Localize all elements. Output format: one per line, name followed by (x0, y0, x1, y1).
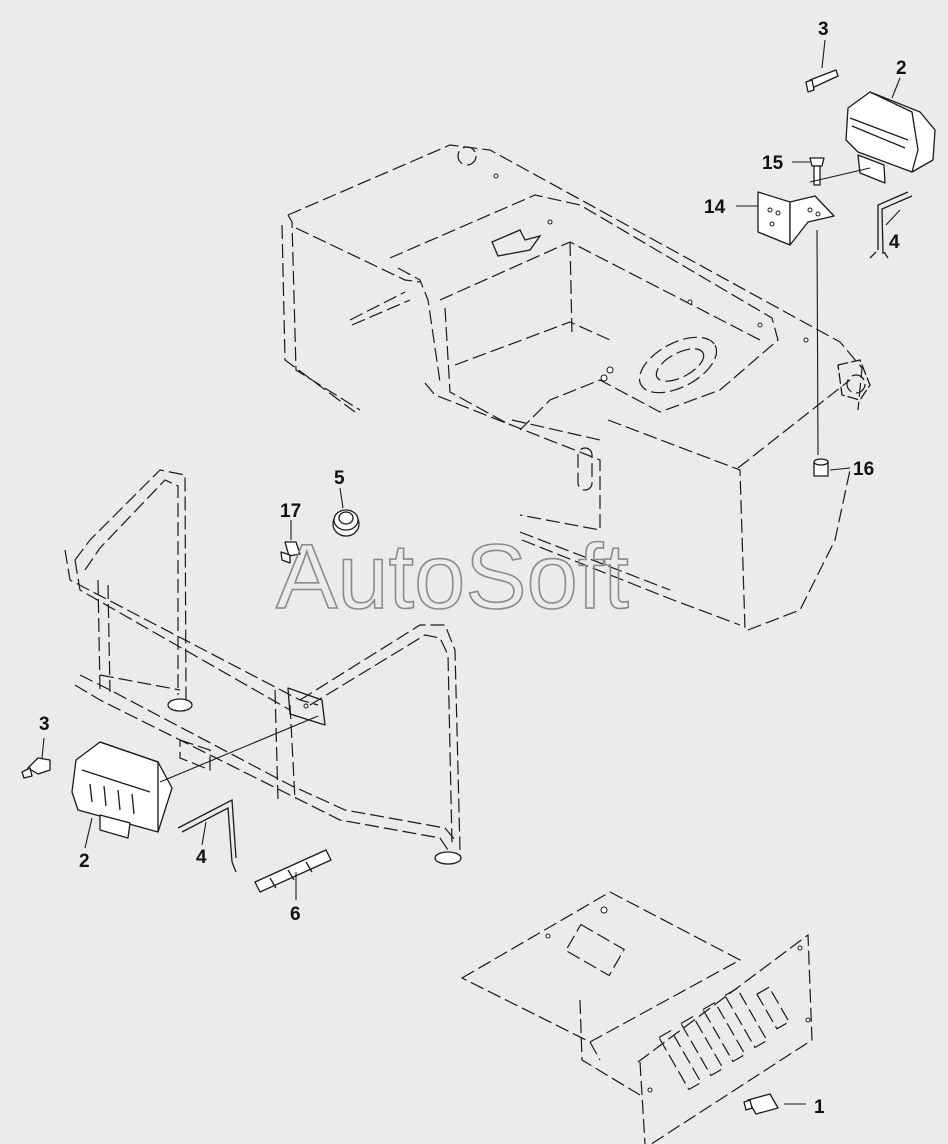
callout-3-left: 3 (39, 714, 50, 735)
nut[interactable] (813, 458, 829, 477)
twisted-rod[interactable] (254, 849, 332, 893)
clip[interactable] (280, 541, 301, 564)
platform-frame (281, 144, 871, 631)
callout-2-left: 2 (79, 851, 90, 872)
grommet[interactable] (332, 509, 360, 537)
work-lamp-top[interactable] (845, 91, 936, 184)
callout-4-top: 4 (889, 232, 900, 253)
bulb-top[interactable] (805, 69, 839, 93)
tube-guard (64, 469, 462, 865)
callout-3-top: 3 (818, 19, 829, 40)
callout-17: 17 (280, 501, 301, 522)
bulb-left[interactable] (21, 757, 51, 779)
callout-15: 15 (762, 153, 784, 174)
control-panel-plate (460, 891, 813, 1144)
wire-top[interactable] (869, 191, 913, 259)
watermark-text: AutoSoft (276, 526, 629, 628)
leader-lines (41, 39, 901, 1105)
callout-1: 1 (814, 1097, 825, 1118)
lamp-bracket[interactable] (757, 191, 835, 246)
callout-14: 14 (704, 197, 726, 218)
fuse[interactable] (743, 1093, 779, 1115)
work-lamp-left[interactable] (71, 741, 173, 839)
callout-labels: 3 2 15 14 4 16 5 17 3 2 4 6 1 (39, 19, 907, 1118)
callout-2-top: 2 (896, 58, 907, 79)
callout-5: 5 (334, 468, 345, 489)
wire-left[interactable] (177, 798, 237, 873)
callout-4-left: 4 (196, 847, 207, 868)
callout-16: 16 (853, 459, 874, 480)
callout-6: 6 (290, 904, 301, 925)
